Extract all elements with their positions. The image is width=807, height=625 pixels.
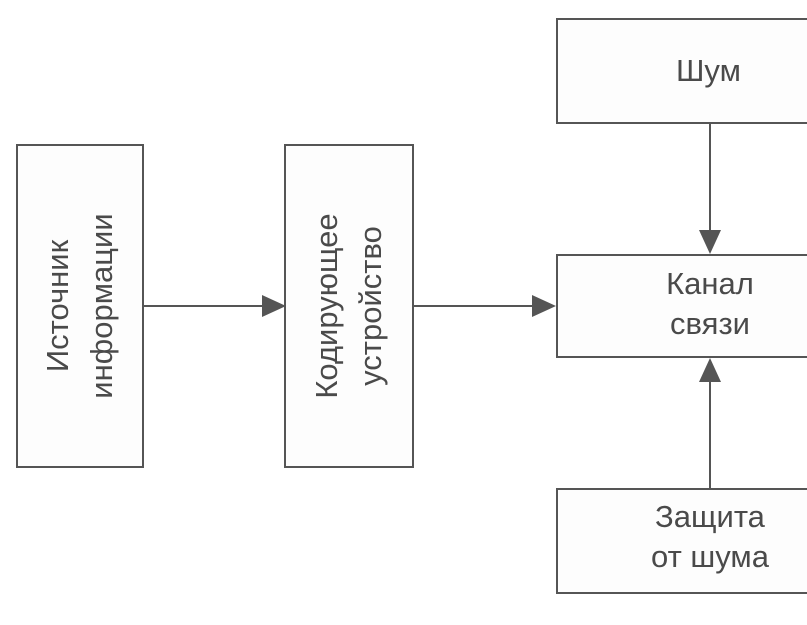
noise-label-text: Шум xyxy=(676,53,741,88)
encoder-box xyxy=(284,144,414,468)
channel-label: Канал связи xyxy=(620,264,800,344)
noise-box xyxy=(556,18,807,124)
protection-box xyxy=(556,488,807,594)
arrowhead-encoder xyxy=(262,295,286,317)
protection-label-line2: от шума xyxy=(651,539,769,574)
channel-box xyxy=(556,254,807,358)
protection-label-line1: Защита xyxy=(655,499,765,534)
arrowhead-channel-bottom xyxy=(699,358,721,382)
channel-label-line2: связи xyxy=(670,306,750,341)
protection-label: Защита от шума xyxy=(620,497,800,577)
noise-label: Шум xyxy=(556,51,807,91)
arrowhead-channel-top xyxy=(699,230,721,254)
source-box xyxy=(16,144,144,468)
encoder-label: Кодирующее устройство xyxy=(305,213,393,398)
channel-label-line1: Канал xyxy=(666,266,754,301)
source-label-line2: информации xyxy=(84,213,119,399)
encoder-label-line1: Кодирующее xyxy=(309,213,344,399)
encoder-label-line2: устройство xyxy=(353,226,388,386)
source-label: Источник информации xyxy=(36,213,124,398)
arrowhead-channel-left xyxy=(532,295,556,317)
source-label-line1: Источник xyxy=(40,239,75,373)
